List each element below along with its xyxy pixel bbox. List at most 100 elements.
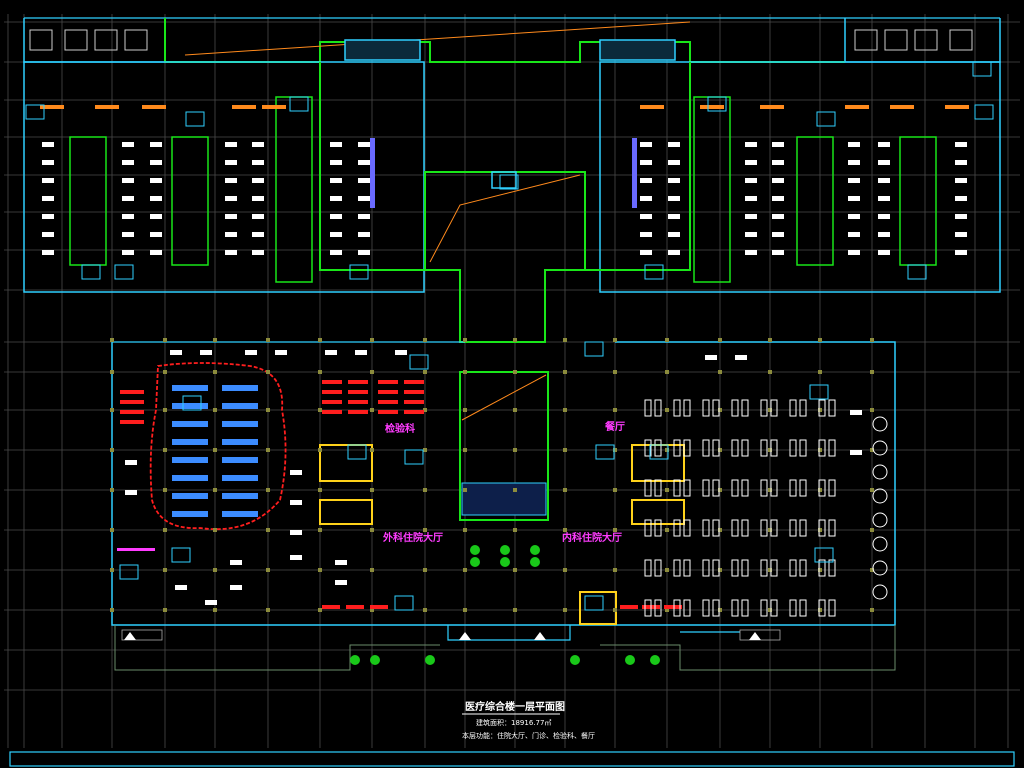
bed-block — [640, 196, 652, 201]
podium-fixture — [809, 384, 829, 400]
column-marker — [463, 370, 467, 374]
column-marker — [818, 448, 822, 452]
waiting-seat-row — [322, 400, 342, 404]
column-marker — [768, 408, 772, 412]
planting-tree — [500, 545, 510, 555]
drawing-title: 医疗综合楼一层平面图 — [465, 700, 565, 713]
canteen-table — [702, 439, 710, 457]
bed-block — [772, 160, 784, 165]
column-marker — [110, 408, 114, 412]
column-marker — [423, 568, 427, 572]
bed-block — [745, 232, 757, 237]
bed-block — [225, 142, 237, 147]
column-marker — [870, 608, 874, 612]
top-wing — [23, 17, 1001, 343]
bed-block — [745, 142, 757, 147]
column-marker — [266, 448, 270, 452]
bed-block — [330, 160, 342, 165]
column-marker — [370, 448, 374, 452]
column-marker — [266, 408, 270, 412]
desk-block — [230, 560, 242, 565]
column-marker — [463, 488, 467, 492]
column-marker — [818, 408, 822, 412]
column-marker — [370, 608, 374, 612]
column-marker — [266, 370, 270, 374]
canteen-table — [683, 479, 691, 497]
column-marker — [213, 528, 217, 532]
canteen-table — [712, 599, 720, 617]
lab-bench — [172, 385, 208, 391]
bed-block — [640, 232, 652, 237]
equipment-box — [349, 264, 369, 280]
corridor-hatch — [632, 138, 637, 208]
column-marker — [513, 568, 517, 572]
column-marker — [370, 408, 374, 412]
bed-block — [150, 178, 162, 183]
column-marker — [318, 568, 322, 572]
bed-block — [358, 178, 370, 183]
equipment-box — [499, 174, 519, 190]
canteen-table — [818, 399, 826, 417]
bed-block — [330, 250, 342, 255]
bed-block — [668, 232, 680, 237]
waiting-seat-row — [120, 400, 144, 404]
podium-fixture — [347, 444, 367, 460]
entrance-arrow — [534, 632, 546, 640]
stair-core-1 — [319, 444, 373, 482]
bed-block — [330, 142, 342, 147]
column-marker — [463, 568, 467, 572]
column-marker — [266, 338, 270, 342]
column-marker — [563, 408, 567, 412]
waiting-seat-row — [404, 380, 424, 384]
waiting-seat-row — [620, 605, 638, 609]
canteen-table — [799, 439, 807, 457]
bed-block — [122, 178, 134, 183]
bed-block — [878, 178, 890, 183]
lab-bench — [222, 403, 258, 409]
desk-block — [230, 585, 242, 590]
waiting-seat-row — [120, 420, 144, 424]
column-marker — [370, 338, 374, 342]
podium-fixture — [171, 547, 191, 563]
equipment-box — [707, 96, 727, 112]
column-marker — [718, 448, 722, 452]
column-marker — [613, 370, 617, 374]
waiting-seat-row — [370, 605, 388, 609]
podium-fixture — [394, 595, 414, 611]
equipment-box — [974, 104, 994, 120]
waiting-seat-row — [378, 400, 398, 404]
canteen-table — [644, 599, 652, 617]
bed-block — [955, 196, 967, 201]
right-wing-outline — [599, 61, 1001, 293]
bed-block — [772, 250, 784, 255]
canteen-table — [828, 479, 836, 497]
column-marker — [768, 338, 772, 342]
bed-block — [252, 250, 264, 255]
column-marker — [870, 528, 874, 532]
podium-fixture — [649, 444, 669, 460]
canteen-table — [683, 559, 691, 577]
canteen-table — [644, 519, 652, 537]
canteen-table — [654, 399, 662, 417]
bed-block — [955, 232, 967, 237]
canteen-table — [789, 439, 797, 457]
column-marker — [163, 448, 167, 452]
column-marker — [423, 528, 427, 532]
bed-block — [745, 214, 757, 219]
drawing-function-note: 本层功能：住院大厅、门诊、检验科、餐厅 — [462, 731, 595, 740]
lab-bench — [172, 457, 208, 463]
corridor-hatch — [370, 138, 375, 208]
waiting-seat-row — [664, 605, 682, 609]
entrance-right — [600, 625, 896, 671]
bed-block — [42, 214, 54, 219]
canteen-table — [760, 479, 768, 497]
bench-row — [142, 105, 166, 109]
bed-block — [745, 196, 757, 201]
canteen-table — [673, 599, 681, 617]
column-marker — [718, 608, 722, 612]
column-marker — [463, 608, 467, 612]
column-marker — [818, 608, 822, 612]
bed-block — [955, 214, 967, 219]
central-hall-stage — [461, 482, 547, 516]
bed-block — [745, 250, 757, 255]
